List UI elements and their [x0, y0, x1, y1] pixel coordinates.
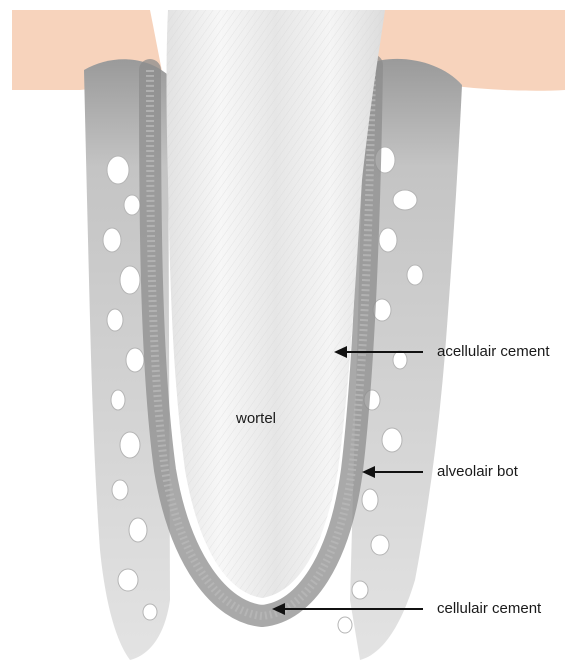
label-root: wortel [236, 411, 276, 426]
label-cellular-cement: cellulair cement [437, 601, 541, 616]
label-acellular-cement: acellulair cement [437, 344, 550, 359]
label-alveolar-bone: alveolair bot [437, 464, 518, 479]
